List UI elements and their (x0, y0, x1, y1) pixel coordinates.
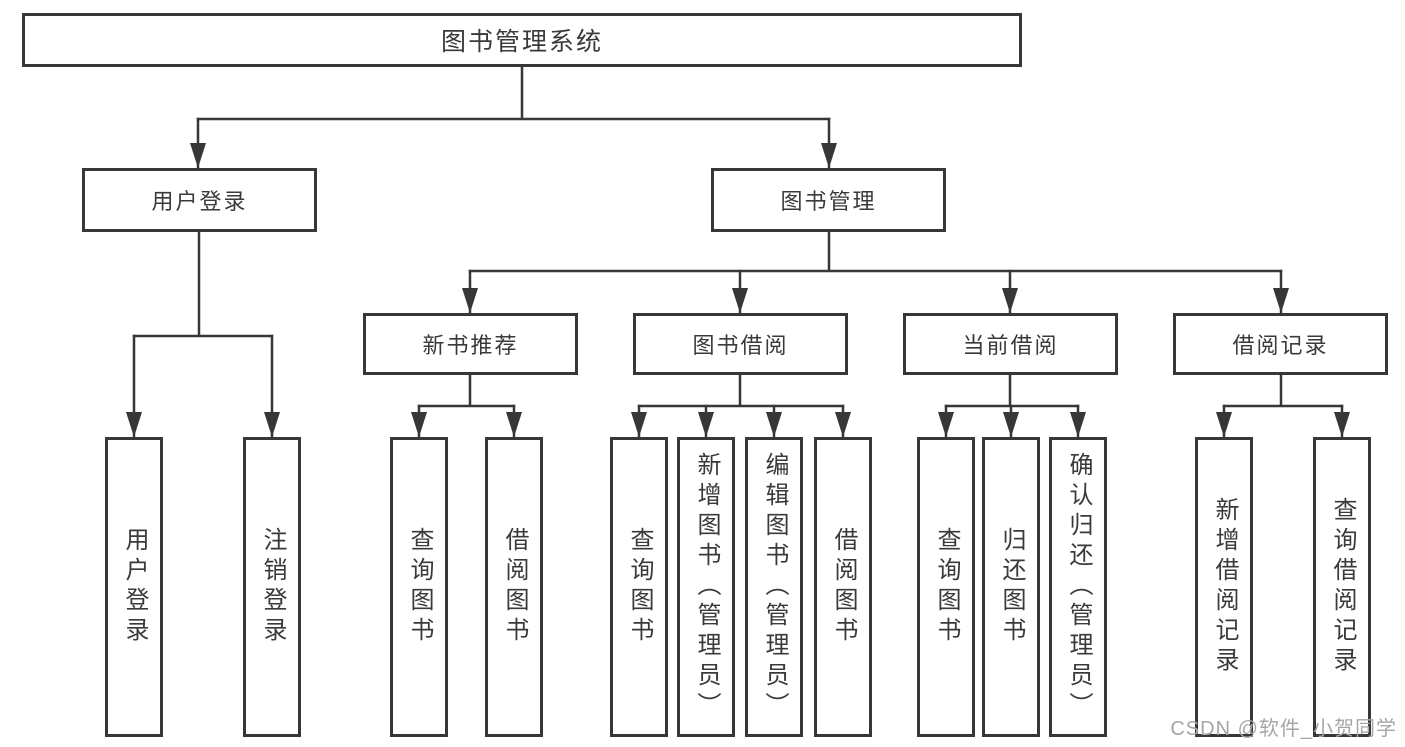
leaf-edit-books-admin: 编辑图书（管理员） (745, 437, 803, 737)
leaf-recommend-borrow-books-label: 借阅图书 (501, 527, 528, 647)
node-book-borrowing: 图书借阅 (633, 313, 848, 375)
csdn-watermark: CSDN @软件_小贺同学 (1170, 718, 1397, 740)
leaf-query-borrow-record-label: 查询借阅记录 (1329, 497, 1356, 677)
leaf-add-borrow-record: 新增借阅记录 (1195, 437, 1253, 737)
leaf-query-borrow-record: 查询借阅记录 (1313, 437, 1371, 737)
node-new-book-recommend: 新书推荐 (363, 313, 578, 375)
leaf-borrowing-query-books: 查询图书 (610, 437, 668, 737)
leaf-user-login-label: 用户登录 (121, 527, 148, 647)
leaf-borrowing-borrow-books-label: 借阅图书 (830, 527, 857, 647)
leaf-logout: 注销登录 (243, 437, 301, 737)
leaf-current-query-books-label: 查询图书 (933, 527, 960, 647)
leaf-return-books-label: 归还图书 (998, 527, 1025, 647)
leaf-add-borrow-record-label: 新增借阅记录 (1211, 497, 1238, 677)
leaf-edit-books-admin-label: 编辑图书（管理员） (761, 452, 788, 722)
node-user-login: 用户登录 (82, 168, 317, 232)
node-borrow-records: 借阅记录 (1173, 313, 1388, 375)
leaf-add-books-admin-label: 新增图书（管理员） (693, 452, 720, 722)
leaf-recommend-query-books-label: 查询图书 (406, 527, 433, 647)
leaf-recommend-query-books: 查询图书 (390, 437, 448, 737)
leaf-borrowing-borrow-books: 借阅图书 (814, 437, 872, 737)
leaf-confirm-return-admin: 确认归还（管理员） (1049, 437, 1107, 737)
leaf-logout-label: 注销登录 (259, 527, 286, 647)
leaf-return-books: 归还图书 (982, 437, 1040, 737)
node-book-management: 图书管理 (711, 168, 946, 232)
leaf-borrowing-query-books-label: 查询图书 (626, 527, 653, 647)
leaf-add-books-admin: 新增图书（管理员） (677, 437, 735, 737)
leaf-recommend-borrow-books: 借阅图书 (485, 437, 543, 737)
leaf-user-login: 用户登录 (105, 437, 163, 737)
node-library-system: 图书管理系统 (22, 13, 1022, 67)
leaf-current-query-books: 查询图书 (917, 437, 975, 737)
leaf-confirm-return-admin-label: 确认归还（管理员） (1065, 452, 1092, 722)
node-current-borrowing: 当前借阅 (903, 313, 1118, 375)
